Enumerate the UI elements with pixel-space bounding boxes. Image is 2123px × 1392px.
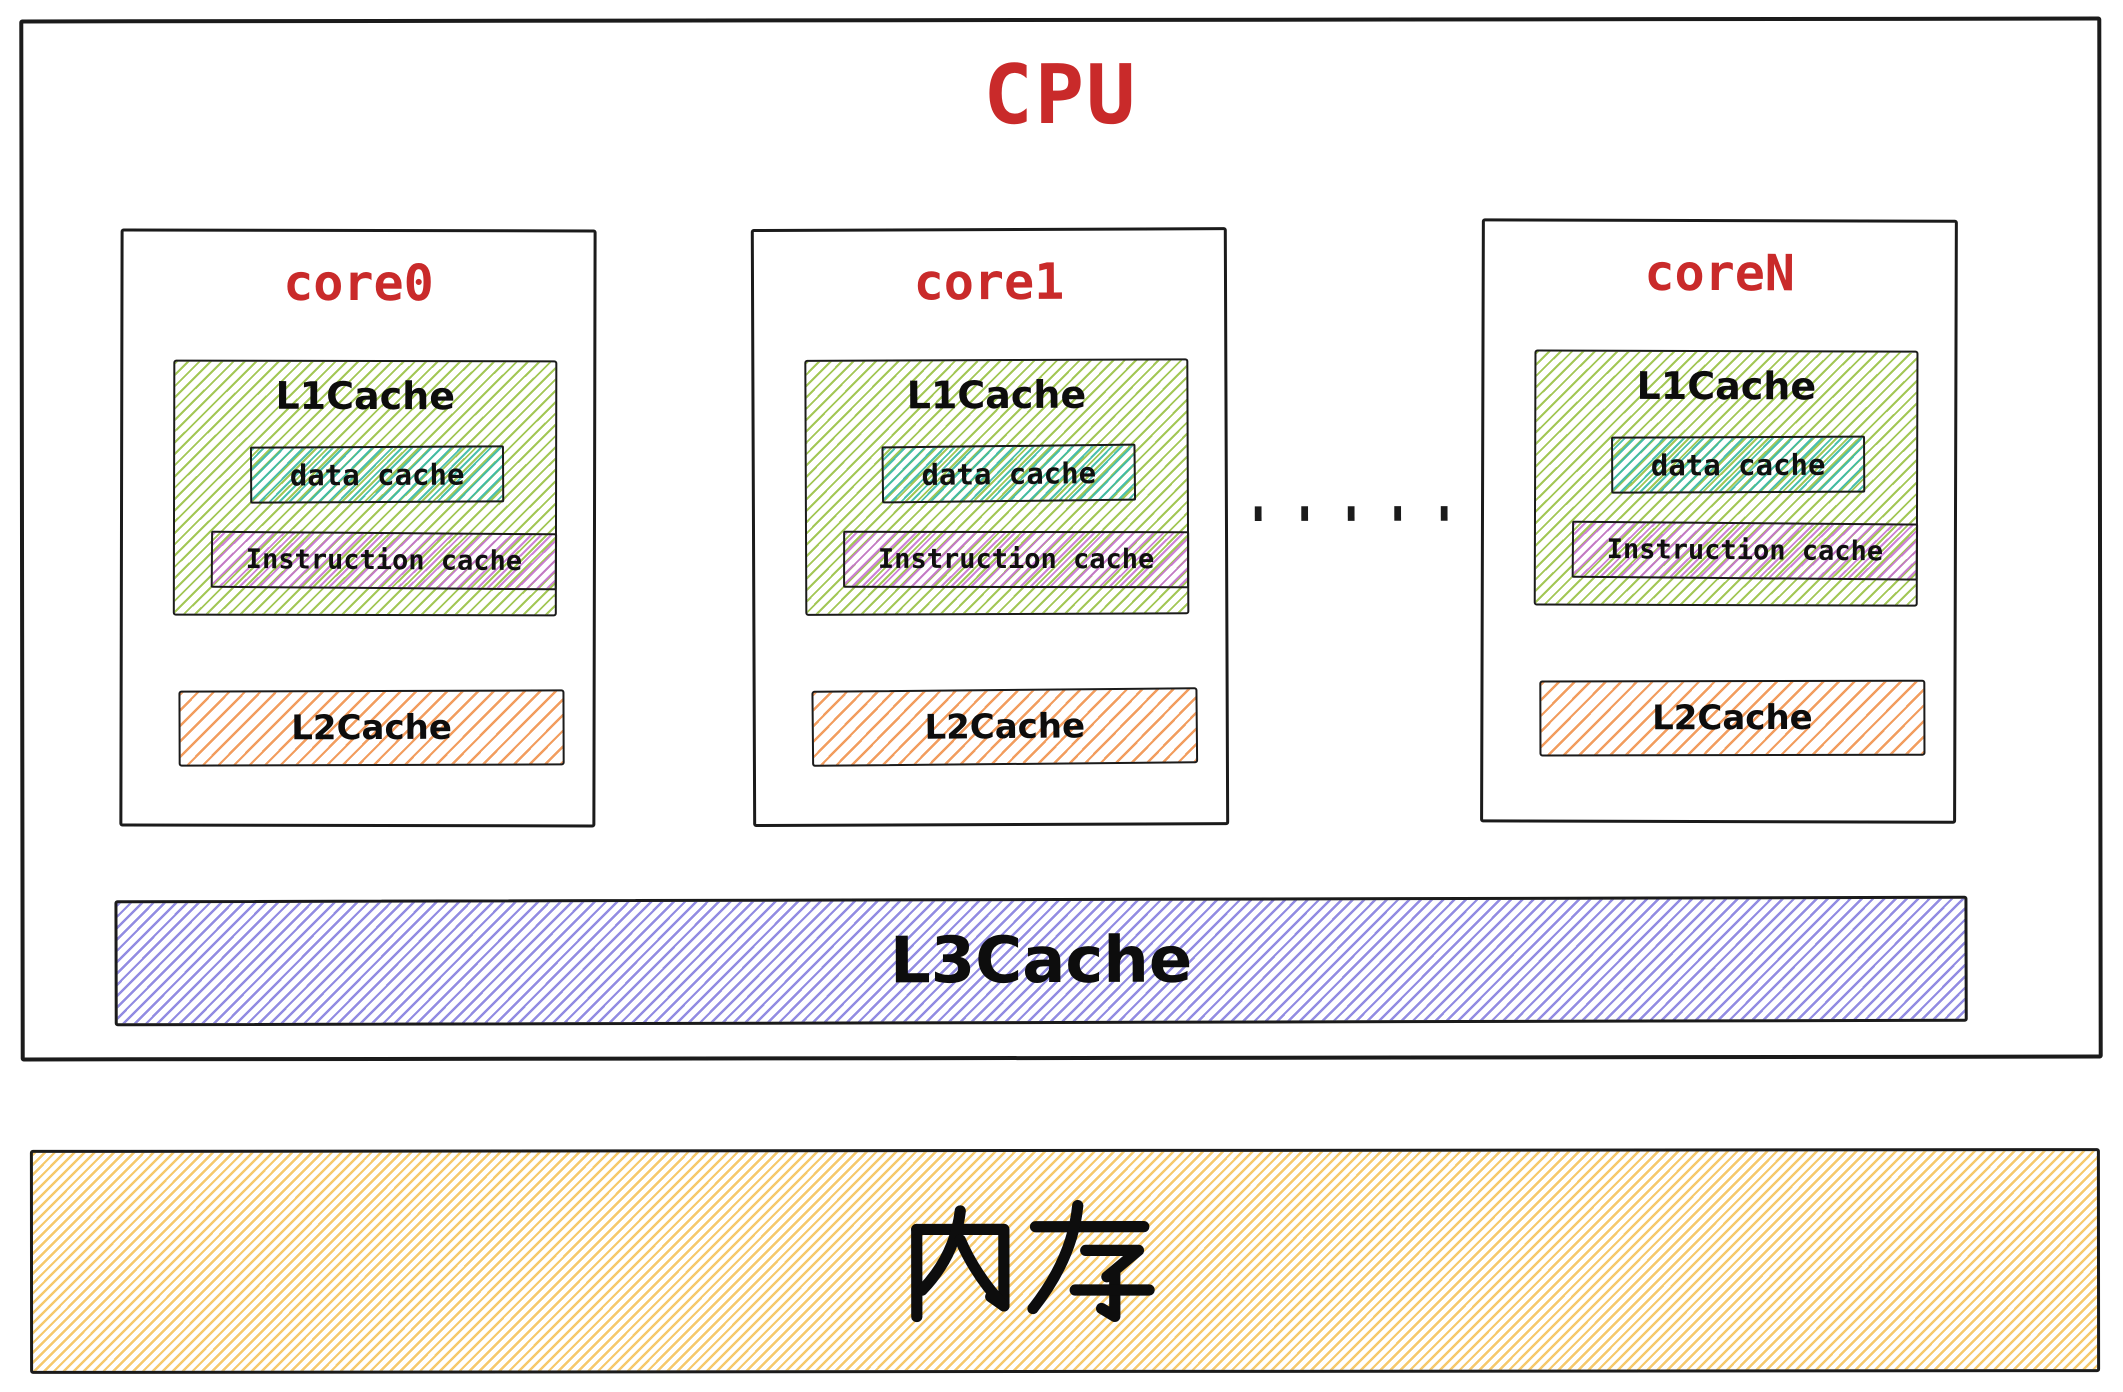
l3cache-label: L3Cache xyxy=(889,923,1193,999)
coreN-l1cache-label: L1Cache xyxy=(1636,363,1817,409)
core0-l2cache-box: L2Cache xyxy=(178,689,565,767)
core0-data-cache-label: data cache xyxy=(289,457,465,492)
coreN-data-cache-box: data cache xyxy=(1611,435,1866,494)
cpu-box: CPU core0 L1Cache data cache Instruction… xyxy=(19,16,2103,1062)
l3cache-box: L3Cache xyxy=(114,895,1968,1027)
coreN-instruction-cache-label: Instruction cache xyxy=(1606,534,1884,568)
core0-label: core0 xyxy=(283,253,434,313)
core1-box: core1 L1Cache data cache Instruction cac… xyxy=(750,227,1230,828)
memory-box: 内存 xyxy=(29,1148,2101,1374)
coreN-l2cache-box: L2Cache xyxy=(1539,679,1926,757)
core1-data-cache-box: data cache xyxy=(881,443,1137,504)
core0-l2cache-label: L2Cache xyxy=(291,707,452,749)
coreN-data-cache-label: data cache xyxy=(1650,447,1826,482)
core1-label: core1 xyxy=(913,252,1065,312)
coreN-instruction-cache-box: Instruction cache xyxy=(1571,520,1919,581)
core0-instruction-cache-box: Instruction cache xyxy=(210,530,558,591)
more-cores-ellipsis: ''''''' xyxy=(1241,495,1568,559)
core1-instruction-cache-box: Instruction cache xyxy=(843,530,1190,589)
core0-box: core0 L1Cache data cache Instruction cac… xyxy=(119,228,597,828)
core1-l2cache-box: L2Cache xyxy=(811,687,1199,767)
coreN-box: coreN L1Cache data cache Instruction cac… xyxy=(1480,218,1958,824)
core0-data-cache-box: data cache xyxy=(249,445,505,504)
core0-l1cache-box: L1Cache data cache Instruction cache xyxy=(172,359,558,617)
coreN-l1cache-box: L1Cache data cache Instruction cache xyxy=(1533,349,1919,607)
memory-label-glyphs xyxy=(911,1199,1155,1323)
cpu-title: CPU xyxy=(983,47,1138,144)
core1-l1cache-label: L1Cache xyxy=(906,372,1087,418)
core1-data-cache-label: data cache xyxy=(921,455,1097,492)
coreN-l2cache-label: L2Cache xyxy=(1652,697,1813,739)
coreN-label: coreN xyxy=(1644,243,1796,303)
core1-instruction-cache-label: Instruction cache xyxy=(877,543,1155,576)
core0-l1cache-label: L1Cache xyxy=(275,373,456,419)
core1-l1cache-box: L1Cache data cache Instruction cache xyxy=(804,358,1190,616)
core0-instruction-cache-label: Instruction cache xyxy=(245,544,523,578)
core1-l2cache-label: L2Cache xyxy=(924,706,1086,748)
